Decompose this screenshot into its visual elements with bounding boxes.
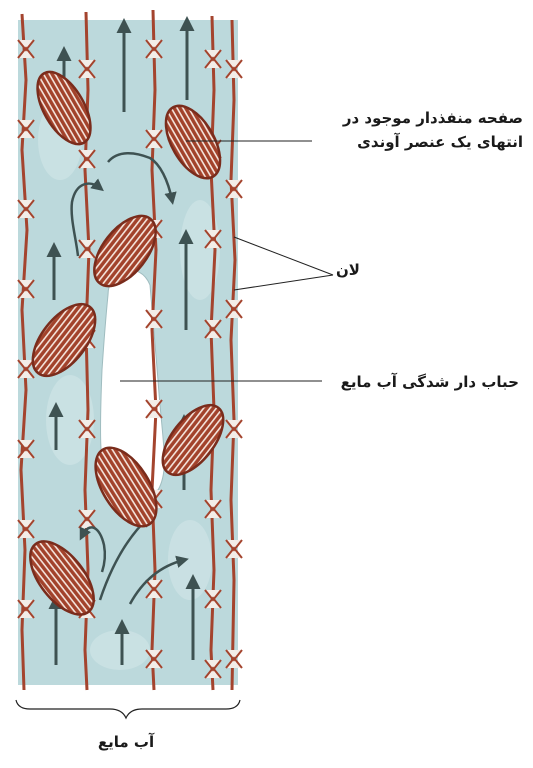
pits-label: لان <box>336 258 360 282</box>
bottom-brace <box>16 700 240 718</box>
leader-line-pits-lower <box>234 275 333 290</box>
leader-line-pits-upper <box>234 237 333 275</box>
embolism-bubble-label: حباب دار شدگی آب مایع <box>341 370 519 394</box>
liquid-water-label: آب مایع <box>96 730 156 754</box>
perforation-plate-label-line1: صفحه منفذدار موجود در <box>343 106 523 130</box>
perforation-plate-label-line2: انتهای یک عنصر آوندی <box>343 130 523 154</box>
perforation-plate-label: صفحه منفذدار موجود در انتهای یک عنصر آون… <box>343 106 523 154</box>
